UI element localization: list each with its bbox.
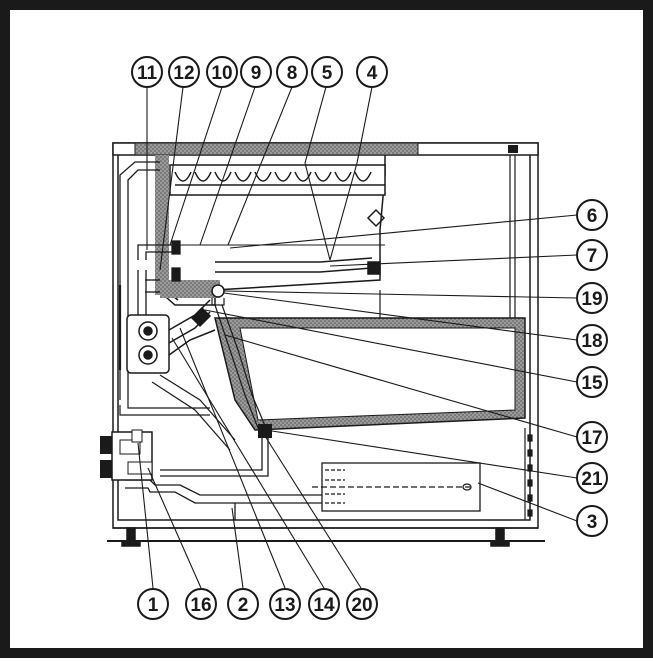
upper-chamber <box>155 155 386 306</box>
callout-14: 14 <box>308 588 340 620</box>
callout-19-label: 19 <box>581 289 602 310</box>
left-piping <box>118 161 181 400</box>
callout-16: 16 <box>185 588 217 620</box>
callout-18-label: 18 <box>581 331 602 352</box>
callout-10-label: 10 <box>211 63 232 84</box>
callout-12-label: 12 <box>173 63 194 84</box>
callouts: 11 12 10 9 8 5 4 6 7 19 18 15 17 21 3 1 … <box>131 56 608 620</box>
callout-20-label: 20 <box>351 595 372 616</box>
callout-7-label: 7 <box>587 246 598 267</box>
callout-5: 5 <box>311 56 343 88</box>
heater-element <box>312 462 481 512</box>
callout-5-label: 5 <box>322 63 333 84</box>
bottom-pipe <box>125 479 322 520</box>
callout-2: 2 <box>227 588 259 620</box>
callout-7: 7 <box>576 239 608 271</box>
callout-6-label: 6 <box>587 206 598 227</box>
worktop <box>112 142 539 156</box>
callout-13: 13 <box>269 588 301 620</box>
callout-3-label: 3 <box>587 512 598 533</box>
callout-12: 12 <box>168 56 200 88</box>
callout-8-label: 8 <box>287 63 298 84</box>
callout-9: 9 <box>240 56 272 88</box>
callout-14-label: 14 <box>313 595 335 616</box>
callout-13-label: 13 <box>274 595 295 616</box>
callout-11-label: 11 <box>137 63 158 84</box>
callout-11: 11 <box>131 56 163 88</box>
valve-19 <box>211 284 225 306</box>
callout-21: 21 <box>576 462 608 494</box>
leader-lines <box>137 86 578 589</box>
callout-10: 10 <box>206 56 238 88</box>
callout-9-label: 9 <box>251 63 262 84</box>
callout-15-label: 15 <box>581 373 603 394</box>
callout-20: 20 <box>346 588 378 620</box>
callout-17: 17 <box>576 421 608 453</box>
callout-4-label: 4 <box>367 63 378 84</box>
callout-1-label: 1 <box>148 595 159 616</box>
callout-2-label: 2 <box>238 595 249 616</box>
callout-3: 3 <box>576 505 608 537</box>
callout-16-label: 16 <box>190 595 211 616</box>
callout-17-label: 17 <box>581 428 602 449</box>
callout-4: 4 <box>356 56 388 88</box>
callout-6: 6 <box>576 199 608 231</box>
callout-15: 15 <box>576 366 608 398</box>
callout-19: 19 <box>576 282 608 314</box>
pump-assembly <box>126 299 216 374</box>
inlet-valves <box>100 429 153 481</box>
drain-valve-21 <box>160 424 272 477</box>
drain-hoses <box>119 304 267 451</box>
callout-8: 8 <box>276 56 308 88</box>
callout-21-label: 21 <box>581 469 603 490</box>
callout-1: 1 <box>137 588 169 620</box>
callout-18: 18 <box>576 324 608 356</box>
wash-tank <box>214 317 526 431</box>
